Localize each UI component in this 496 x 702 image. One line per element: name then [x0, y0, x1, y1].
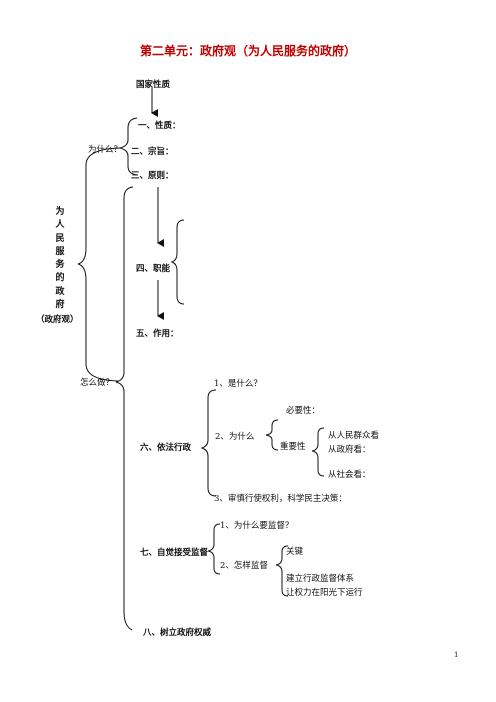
vertical-char: 务	[55, 260, 65, 271]
why-label: 为什么？	[88, 145, 123, 155]
left-subtitle: （政府观）	[36, 315, 79, 325]
item-purpose: 二、宗旨：	[131, 147, 174, 157]
vertical-char: 民	[55, 233, 65, 244]
yifa-society: 从社会看：	[328, 470, 371, 480]
yifa-why: 2、为什么	[215, 432, 255, 442]
brace-main	[77, 147, 121, 382]
page-number: 1	[454, 651, 459, 659]
vertical-char: 人	[55, 220, 65, 231]
item-role: 五、作用：	[136, 329, 179, 339]
item-accept-supervision: 七、自觉接受监督	[140, 548, 209, 558]
brace-jiandu-how	[275, 545, 289, 597]
jiandu-how: 2、怎样监督	[220, 561, 268, 571]
how-label: 怎么做？	[80, 378, 115, 388]
brace-yifa-why	[265, 419, 279, 451]
yifa-what: 1、是什么？	[214, 379, 262, 389]
brace-importance	[311, 427, 325, 477]
item-nature: 一、性质：	[138, 121, 181, 131]
brace-jiandu	[207, 523, 221, 575]
jiandu-why: 1、为什么要监督？	[220, 521, 294, 531]
brace-yifa	[200, 389, 217, 497]
state-nature-label: 国家性质	[136, 80, 171, 90]
yifa-careful: 3、审慎行使权利，科学民主决策：	[214, 494, 347, 504]
jiandu-sunshine: 让权力在阳光下运行	[286, 588, 363, 598]
vertical-char: 为	[55, 207, 65, 217]
item-principle: 三、原则：	[131, 171, 174, 181]
jiandu-system: 建立行政监督体系	[286, 574, 355, 584]
jiandu-key: 关键	[286, 547, 304, 557]
yifa-government: 从政府看：	[328, 445, 371, 455]
brace-function	[170, 219, 185, 305]
vertical-char: 府	[55, 300, 65, 311]
item-government-authority: 八、树立政府权威	[143, 628, 212, 638]
yifa-necessity: 必要性：	[286, 406, 321, 416]
page-title: 第二单元：政府观（为人民服务的政府）	[139, 44, 356, 58]
left-vertical-title: 为 人 民 服 务 的 政 府	[54, 206, 66, 312]
yifa-people: 从人民群众看	[328, 431, 380, 441]
item-function: 四、职能	[136, 264, 171, 274]
yifa-importance: 重要性	[280, 442, 306, 452]
brace-how	[115, 186, 134, 631]
item-law-administration: 六、依法行政	[140, 443, 192, 453]
vertical-char: 服	[55, 246, 65, 257]
vertical-char: 政	[55, 286, 65, 297]
vertical-char: 的	[55, 273, 65, 284]
